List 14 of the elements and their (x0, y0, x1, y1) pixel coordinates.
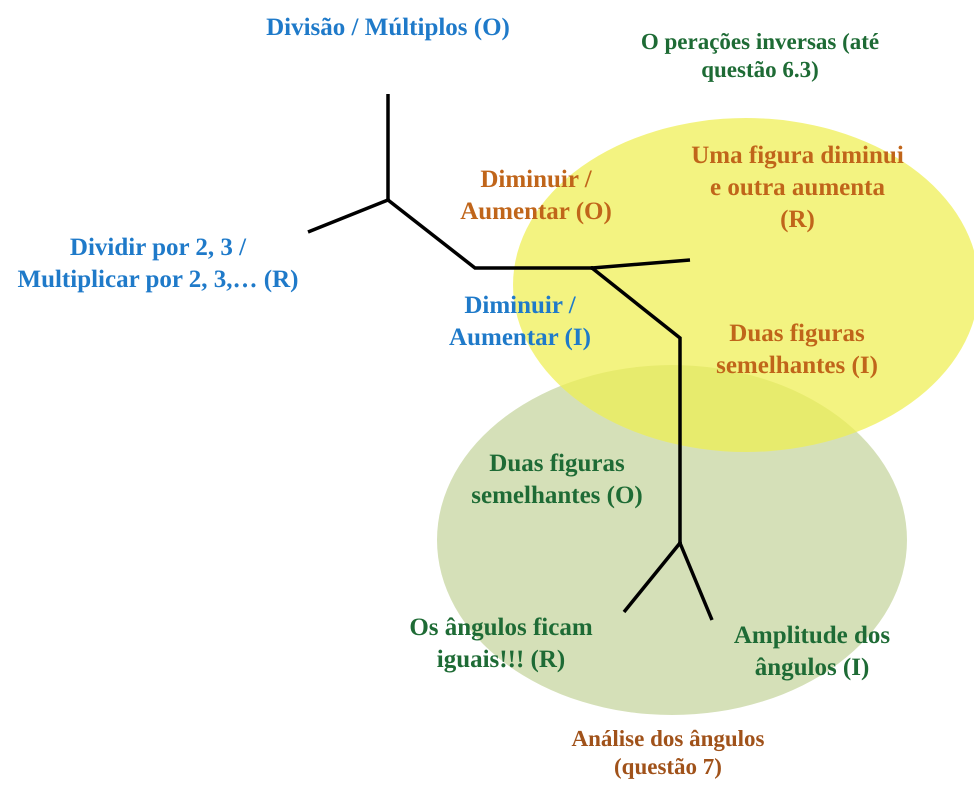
branch-label: Duas figuras semelhantes (I) (715, 319, 879, 381)
end-label: Divisão / Múltiplos (O) (257, 12, 519, 94)
branch-line (678, 542, 714, 621)
end-label: Amplitude dos ângulos (I) (712, 620, 912, 700)
branch-line (622, 542, 682, 614)
end-label: Os ângulos ficam iguais!!! (R) (378, 612, 624, 724)
branch-line (307, 198, 389, 234)
end-label: Dividir por 2, 3 / Multiplicar por 2, 3,… (R) (8, 232, 308, 350)
region-title: Análise dos ângulos (questão 7) (570, 725, 766, 781)
branch-label: Duas figuras semelhantes (O) (470, 449, 644, 511)
branch-line (386, 94, 390, 200)
branch-line (592, 258, 690, 270)
branch-line (590, 266, 682, 543)
region-title: O perações inversas (até questão 6.3) (640, 28, 880, 84)
